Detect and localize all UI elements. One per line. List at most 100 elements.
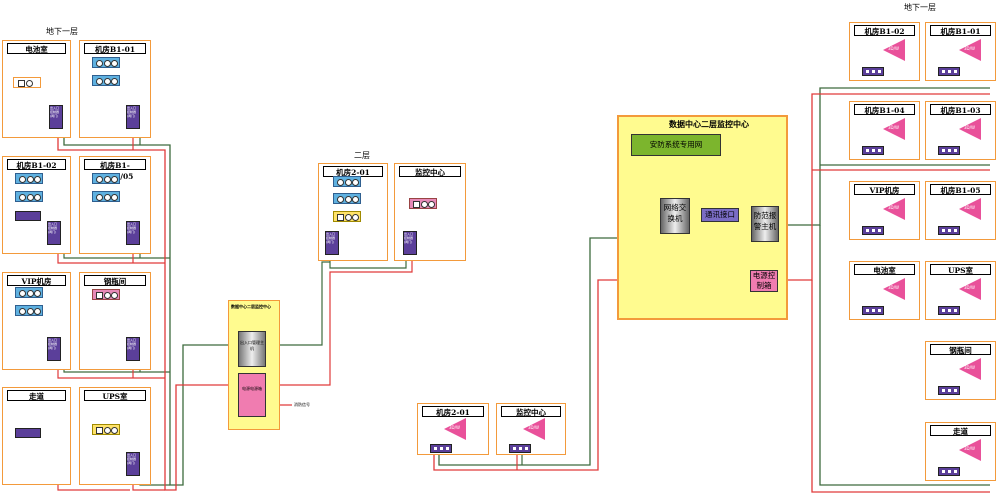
room-vip[interactable]: VIP机房 出入口控制器(两门) xyxy=(2,272,71,370)
alarm-module-icon xyxy=(938,306,960,315)
door-device-icon xyxy=(333,193,361,204)
small-monitor-center[interactable]: 数据中心二层监控中心 出入口管理主机 电源电源箱 xyxy=(228,300,280,430)
access-controller-icon: 出入口控制器(两门) xyxy=(49,105,63,129)
label-b1-left: 地下一层 xyxy=(46,27,78,36)
room-title: VIP机房 xyxy=(7,275,66,286)
room-title: 电池室 xyxy=(7,43,66,54)
room-title: UPS室 xyxy=(930,264,991,275)
access-controller-icon: 出入口控制器(两门) xyxy=(325,231,339,255)
door-device-icon xyxy=(333,211,361,222)
door-device-icon xyxy=(92,191,120,202)
fire-device-icon xyxy=(409,198,437,209)
room-2-01[interactable]: 机房2-01 出入口控制器(两门) xyxy=(318,163,388,261)
red-right-trunk xyxy=(776,93,990,281)
sensor-icon: 3D/W xyxy=(959,39,981,61)
network-switch: 网络交换机 xyxy=(660,198,690,234)
fire-signal-label: 消防信号 xyxy=(294,402,310,407)
door-device-icon xyxy=(92,173,120,184)
room-right-ups[interactable]: UPS室 3D/W xyxy=(925,261,996,320)
door-device-icon xyxy=(15,305,43,316)
room-title: 机房B1-02 xyxy=(7,159,66,170)
room-b1-01[interactable]: 机房B1-01 出入口控制器(两门) xyxy=(79,40,151,138)
room-right-battery[interactable]: 电池室 3D/W xyxy=(849,261,920,320)
red-to-floor2 xyxy=(266,258,413,386)
alarm-module-icon xyxy=(509,444,531,453)
access-controller-icon: 出入口控制器(两门) xyxy=(47,221,61,245)
alarm-module-icon xyxy=(862,306,884,315)
alarm-module-icon xyxy=(938,226,960,235)
room-title: UPS室 xyxy=(84,390,146,401)
room-right-b1-02[interactable]: 机房B1-02 3D/W xyxy=(849,22,920,81)
label-floor2: 二层 xyxy=(354,151,370,160)
room-right-b1-05[interactable]: 机房B1-05 3D/W xyxy=(925,181,996,240)
green-floor2-link xyxy=(329,258,407,269)
room-title: 机房B1-05 xyxy=(930,184,991,195)
small-center-title: 数据中心二层监控中心 xyxy=(231,304,271,309)
sensor-icon: 3D/W xyxy=(959,358,981,380)
monitor-center[interactable]: 数据中心二层监控中心 安防系统专用网 网络交换机 通讯接口 防范报警主机 电源控… xyxy=(617,115,788,320)
alarm-module-icon xyxy=(938,467,960,476)
sensor-icon: 3D/W xyxy=(959,118,981,140)
green-right-trunk-2 xyxy=(819,225,990,486)
room-title: 走道 xyxy=(7,390,66,401)
sensor-icon: 3D/W xyxy=(444,418,466,440)
green-right-trunk xyxy=(778,87,990,226)
sensor-icon: 3D/W xyxy=(883,278,905,300)
room-monitor-bottom[interactable]: 监控中心 3D/W xyxy=(496,403,566,455)
sensor-icon: 3D/W xyxy=(883,118,905,140)
label-b1-right: 地下一层 xyxy=(904,3,936,12)
card-reader-icon xyxy=(13,77,41,88)
room-title: 机房B1-02 xyxy=(854,25,915,36)
center-title: 数据中心二层监控中心 xyxy=(669,119,749,129)
room-title: VIP机房 xyxy=(854,184,915,195)
door-device-icon xyxy=(15,191,43,202)
power-control-box: 电源控制箱 xyxy=(750,270,778,292)
room-monitor[interactable]: 监控中心 出入口控制器(两门) xyxy=(394,163,466,261)
room-title: 机房B1-04 xyxy=(854,104,915,115)
access-controller-icon: 出入口控制器(两门) xyxy=(126,105,140,129)
alarm-module-icon xyxy=(862,67,884,76)
room-title: 钢瓶间 xyxy=(84,275,146,286)
access-host: 出入口管理主机 xyxy=(238,331,266,367)
green-bus-right xyxy=(438,237,630,466)
security-network: 安防系统专用网 xyxy=(631,134,721,156)
room-right-cylinder[interactable]: 钢瓶间 3D/W xyxy=(925,341,996,400)
alarm-module-icon xyxy=(938,386,960,395)
room-cylinder[interactable]: 钢瓶间 出入口控制器(两门) xyxy=(79,272,151,370)
room-ups[interactable]: UPS室 出入口控制器(两门) xyxy=(79,387,151,485)
room-right-corridor[interactable]: 走道 3D/W xyxy=(925,422,996,481)
access-controller-icon: 出入口控制器(两门) xyxy=(126,221,140,245)
room-right-vip[interactable]: VIP机房 3D/W xyxy=(849,181,920,240)
room-battery[interactable]: 电池室 出入口控制器(两门) xyxy=(2,40,71,138)
power-box: 电源电源箱 xyxy=(238,373,266,417)
sensor-icon: 3D/W xyxy=(523,418,545,440)
room-title: 走道 xyxy=(930,425,991,436)
alarm-module-icon xyxy=(938,146,960,155)
door-device-icon xyxy=(92,424,120,435)
alarm-host: 防范报警主机 xyxy=(751,206,779,242)
sensor-icon: 3D/W xyxy=(959,198,981,220)
sensor-icon: 3D/W xyxy=(959,439,981,461)
red-right-trunk-2 xyxy=(811,280,990,493)
room-corridor[interactable]: 走道 xyxy=(2,387,71,485)
door-device-icon xyxy=(92,57,120,68)
room-title: 机房B1-01 xyxy=(84,43,146,54)
room-right-b1-03[interactable]: 机房B1-03 3D/W xyxy=(925,101,996,160)
access-controller-icon: 出入口控制器(两门) xyxy=(47,337,61,361)
room-title: 机房2-01 xyxy=(422,406,484,417)
sensor-icon: 3D/W xyxy=(883,198,905,220)
room-2-01-bottom[interactable]: 机房2-01 3D/W xyxy=(417,403,489,455)
green-to-floor2 xyxy=(266,261,330,346)
alarm-keypad-icon xyxy=(15,211,41,221)
room-title: 机房B1-03 xyxy=(930,104,991,115)
room-title: 监控中心 xyxy=(399,166,461,177)
room-title: 机房B1-01 xyxy=(930,25,991,36)
alarm-keypad-icon xyxy=(15,428,41,438)
room-right-b1-04[interactable]: 机房B1-04 3D/W xyxy=(849,101,920,160)
room-right-b1-01[interactable]: 机房B1-01 3D/W xyxy=(925,22,996,81)
alarm-module-icon xyxy=(862,226,884,235)
room-title: 监控中心 xyxy=(501,406,561,417)
room-b1-02[interactable]: 机房B1-02 出入口控制器(两门) xyxy=(2,156,71,254)
alarm-module-icon xyxy=(862,146,884,155)
